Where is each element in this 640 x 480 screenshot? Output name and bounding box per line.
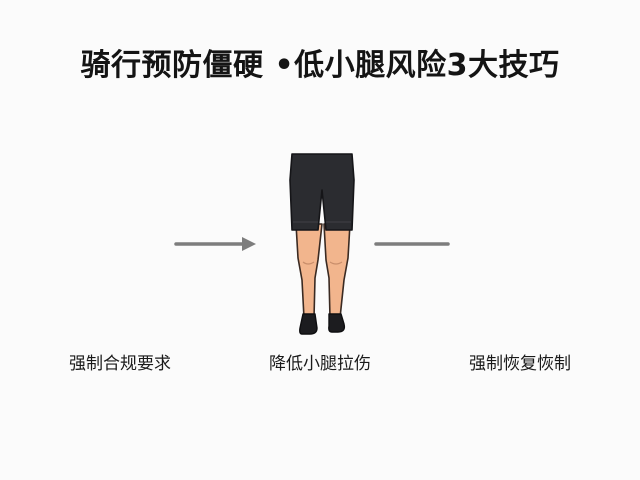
- cyclist-legs-shorts-icon: [289, 153, 355, 335]
- label-compliance: 强制合规要求: [69, 354, 171, 374]
- arrow-right-icon: [174, 237, 256, 251]
- label-reduce-strain: 降低小腿拉伤: [269, 354, 371, 374]
- horizontal-line-icon: [374, 242, 450, 246]
- page-title: 骑行预防僵硬 •低小腿风险3大技巧: [80, 48, 560, 83]
- label-recovery: 强制恢复恢制: [469, 354, 571, 374]
